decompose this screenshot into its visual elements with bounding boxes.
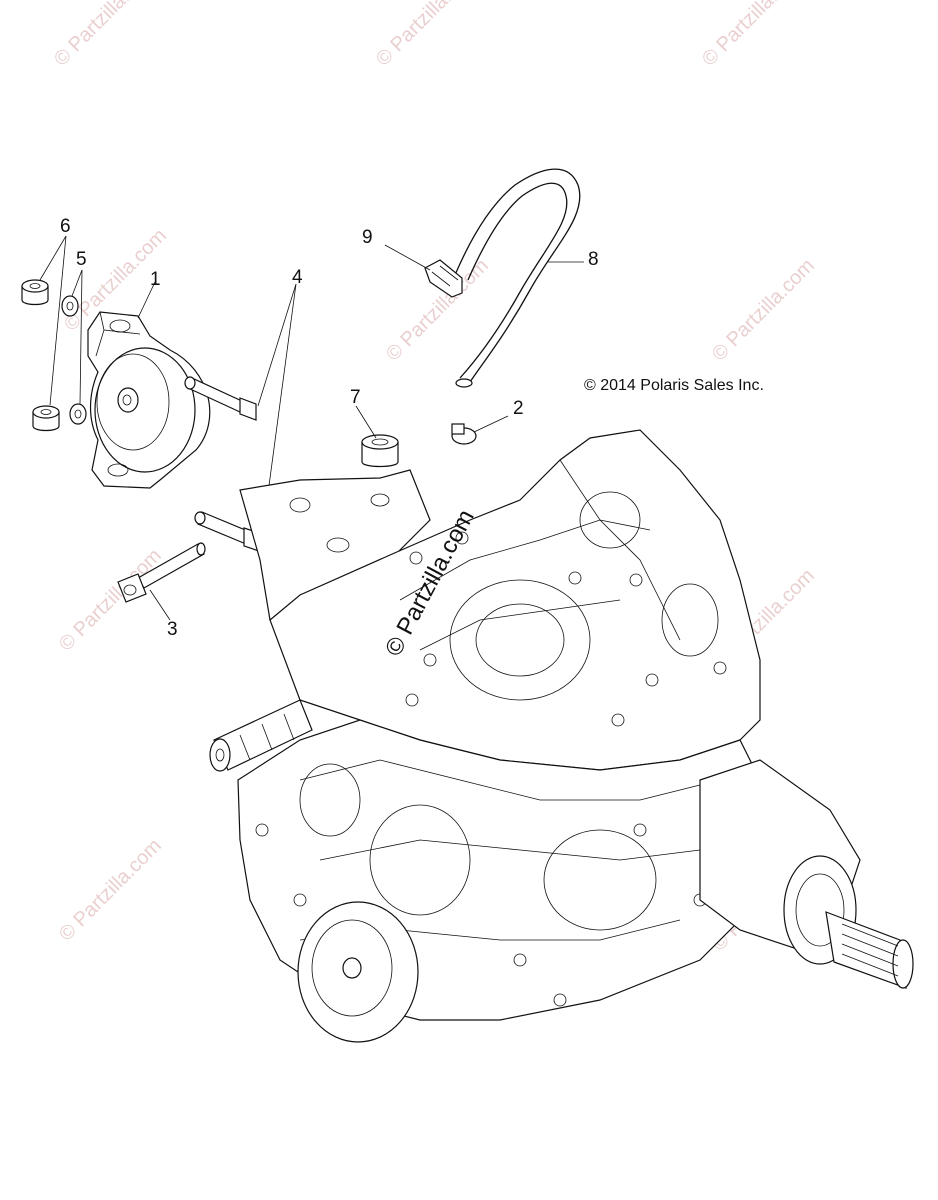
callout-5: 5 [76,249,87,270]
shift-sensor-drawing [87,281,211,489]
bushing-drawing [355,405,399,468]
callout-6: 6 [60,216,71,237]
flange-bolt-long-drawing [117,542,206,621]
vent-hose-drawing [454,168,581,388]
callout-2: 2 [513,398,524,419]
transmission-housing-drawing [209,429,914,1043]
hose-clip-drawing [384,244,463,298]
callout-9: 9 [362,227,373,248]
callout-8: 8 [588,249,599,270]
flange-nuts-drawing [21,235,67,432]
copyright-notice: © 2014 Polaris Sales Inc. [584,377,764,394]
callout-7: 7 [350,387,361,408]
hose-clamp-drawing [451,415,509,445]
callout-4: 4 [292,267,303,288]
callout-1: 1 [150,269,161,290]
callout-3: 3 [167,619,178,640]
washers-drawing [61,269,87,425]
